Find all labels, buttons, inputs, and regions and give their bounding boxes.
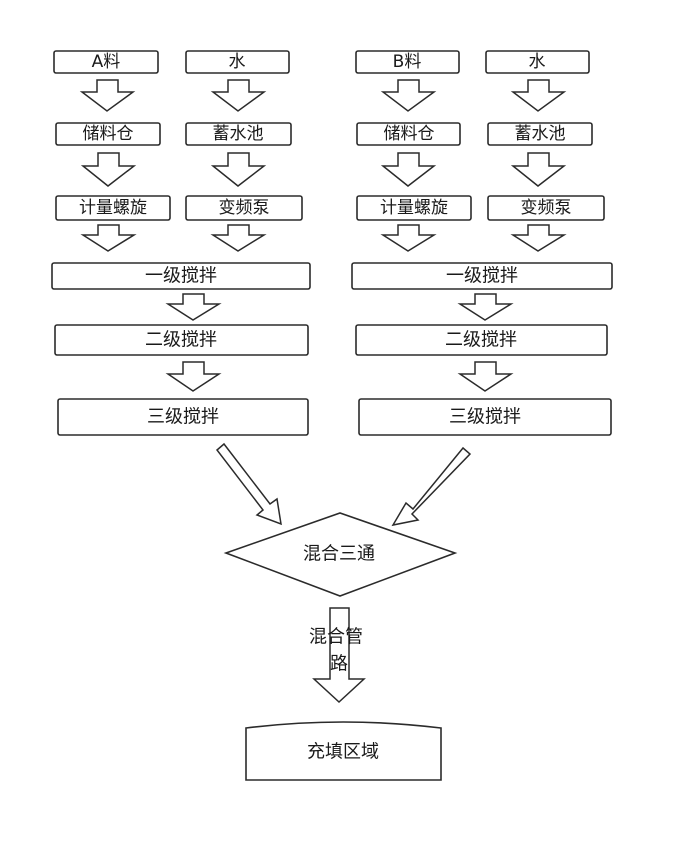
left-reservoir-label: 蓄水池	[213, 124, 264, 144]
arrow-down-icon	[380, 152, 437, 187]
mixing-tee-label: 混合三通	[303, 544, 375, 565]
right-screw-box: 计量螺旋	[356, 195, 472, 221]
left-screw-label: 计量螺旋	[79, 198, 147, 218]
right-stage2-label: 二级搅拌	[445, 330, 517, 351]
left-water-label: 水	[229, 52, 246, 72]
left-stage3-label: 三级搅拌	[147, 407, 219, 428]
right-water-label: 水	[529, 52, 546, 72]
arrow-down-icon	[457, 361, 514, 392]
right-reservoir-label: 蓄水池	[515, 124, 566, 144]
mixing-tee-diamond: 混合三通	[223, 512, 458, 597]
pipe-label-line-1: 混合管	[309, 627, 363, 648]
arrow-diagonal-left-icon	[391, 446, 472, 527]
arrow-down-icon	[80, 152, 137, 187]
right-stage2-box: 二级搅拌	[355, 324, 608, 356]
arrow-down-icon	[510, 79, 567, 112]
left-pump-label: 变频泵	[219, 198, 270, 218]
arrow-down-icon	[165, 293, 222, 321]
right-stage3-label: 三级搅拌	[449, 407, 521, 428]
right-water-box: 水	[485, 50, 590, 74]
left-material-label: A料	[92, 52, 121, 72]
left-water-box: 水	[185, 50, 290, 74]
fill-area-box: 充填区域	[245, 721, 442, 781]
right-silo-label: 储料仓	[384, 124, 435, 144]
arrow-down-icon	[79, 79, 136, 112]
arrow-down-icon	[210, 224, 267, 252]
right-reservoir-box: 蓄水池	[487, 122, 593, 146]
right-stage1-label: 一级搅拌	[446, 266, 518, 287]
right-silo-box: 储料仓	[356, 122, 461, 146]
left-stage2-label: 二级搅拌	[145, 330, 217, 351]
right-material-box: B料	[355, 50, 460, 74]
arrow-down-icon	[510, 224, 567, 252]
pipe-arrow-down-icon	[312, 607, 366, 704]
left-pump-box: 变频泵	[185, 195, 303, 221]
left-stage1-label: 一级搅拌	[145, 266, 217, 287]
left-silo-box: 储料仓	[55, 122, 161, 146]
arrow-down-icon	[380, 79, 437, 112]
left-stage3-box: 三级搅拌	[57, 398, 309, 436]
arrow-down-icon	[510, 152, 567, 187]
left-stage1-box: 一级搅拌	[51, 262, 311, 290]
right-stage1-box: 一级搅拌	[351, 262, 613, 290]
pipe-label-line-2: 路	[330, 654, 348, 675]
left-screw-box: 计量螺旋	[55, 195, 171, 221]
left-silo-label: 储料仓	[83, 124, 134, 144]
right-pump-label: 变频泵	[521, 198, 572, 218]
right-branch: B料 水 储料仓 蓄水池 计量螺旋 变频泵	[351, 50, 613, 436]
arrow-diagonal-right-icon	[215, 442, 282, 526]
right-stage3-box: 三级搅拌	[358, 398, 612, 436]
right-material-label: B料	[393, 52, 422, 72]
right-screw-label: 计量螺旋	[380, 198, 448, 218]
left-branch: A料 水 储料仓 蓄水池 计量螺旋 变频泵	[51, 50, 311, 436]
arrow-down-icon	[380, 224, 437, 252]
left-material-box: A料	[53, 50, 159, 74]
left-stage2-box: 二级搅拌	[54, 324, 309, 356]
arrow-down-icon	[165, 361, 222, 392]
arrow-down-icon	[80, 224, 137, 252]
arrow-down-icon	[457, 293, 514, 321]
arrow-down-icon	[210, 79, 267, 112]
arrow-down-icon	[210, 152, 267, 187]
right-pump-box: 变频泵	[487, 195, 605, 221]
left-reservoir-box: 蓄水池	[185, 122, 292, 146]
fill-area-label: 充填区域	[307, 742, 379, 763]
